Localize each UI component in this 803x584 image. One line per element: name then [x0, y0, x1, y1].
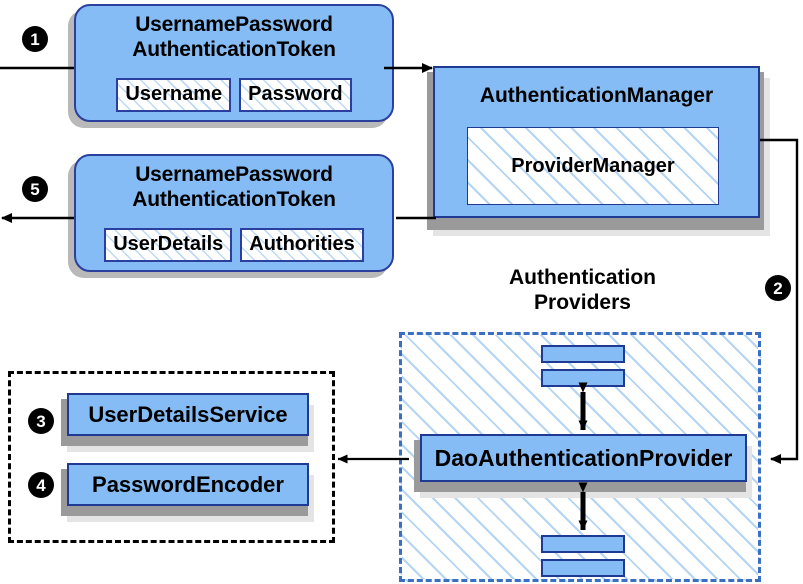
request-token-field-password: Password — [239, 78, 352, 112]
request-token-box[interactable]: UsernamePassword AuthenticationToken Use… — [74, 4, 394, 122]
badge-3: 3 — [28, 408, 54, 434]
response-token-title-line2: AuthenticationToken — [132, 188, 336, 211]
badge-2: 2 — [765, 275, 791, 301]
provider-placeholder-bar-bottom-2 — [541, 559, 625, 577]
user-details-service-label: UserDetailsService — [88, 401, 288, 427]
badge-4: 4 — [28, 472, 54, 498]
password-encoder-label: PasswordEncoder — [92, 471, 284, 497]
request-token-title-line1: UsernamePassword — [135, 13, 333, 36]
password-encoder-box[interactable]: PasswordEncoder — [67, 463, 309, 506]
response-token-fields: UserDetails Authorities — [76, 228, 392, 262]
authentication-manager-box[interactable]: AuthenticationManager ProviderManager — [433, 66, 760, 218]
request-token-fields: Username Password — [76, 78, 392, 112]
badge-5: 5 — [22, 176, 48, 202]
provider-manager-label: ProviderManager — [511, 154, 675, 177]
authentication-providers-caption: Authentication Providers — [455, 265, 710, 315]
response-token-field-authorities: Authorities — [240, 228, 364, 262]
request-token-title-line2: AuthenticationToken — [132, 38, 336, 61]
response-token-title: UsernamePassword AuthenticationToken — [76, 156, 392, 212]
dao-authentication-provider-label: DaoAuthenticationProvider — [434, 444, 733, 471]
dao-authentication-provider-box[interactable]: DaoAuthenticationProvider — [420, 434, 747, 482]
authentication-manager-label: AuthenticationManager — [479, 84, 714, 107]
request-token-title: UsernamePassword AuthenticationToken — [76, 6, 392, 62]
request-token-field-username: Username — [116, 78, 232, 112]
response-token-field-userdetails: UserDetails — [104, 228, 233, 262]
authentication-providers-caption-line2: Providers — [534, 291, 631, 314]
badge-1: 1 — [22, 26, 48, 52]
user-details-service-box[interactable]: UserDetailsService — [67, 393, 309, 436]
response-token-title-line1: UsernamePassword — [135, 163, 333, 186]
response-token-box[interactable]: UsernamePassword AuthenticationToken Use… — [74, 154, 394, 272]
provider-manager-box[interactable]: ProviderManager — [467, 127, 719, 205]
provider-placeholder-bar-top-1 — [541, 345, 625, 363]
provider-placeholder-bar-bottom-1 — [541, 535, 625, 553]
provider-placeholder-bar-top-2 — [541, 369, 625, 387]
authentication-providers-caption-line1: Authentication — [509, 266, 656, 289]
